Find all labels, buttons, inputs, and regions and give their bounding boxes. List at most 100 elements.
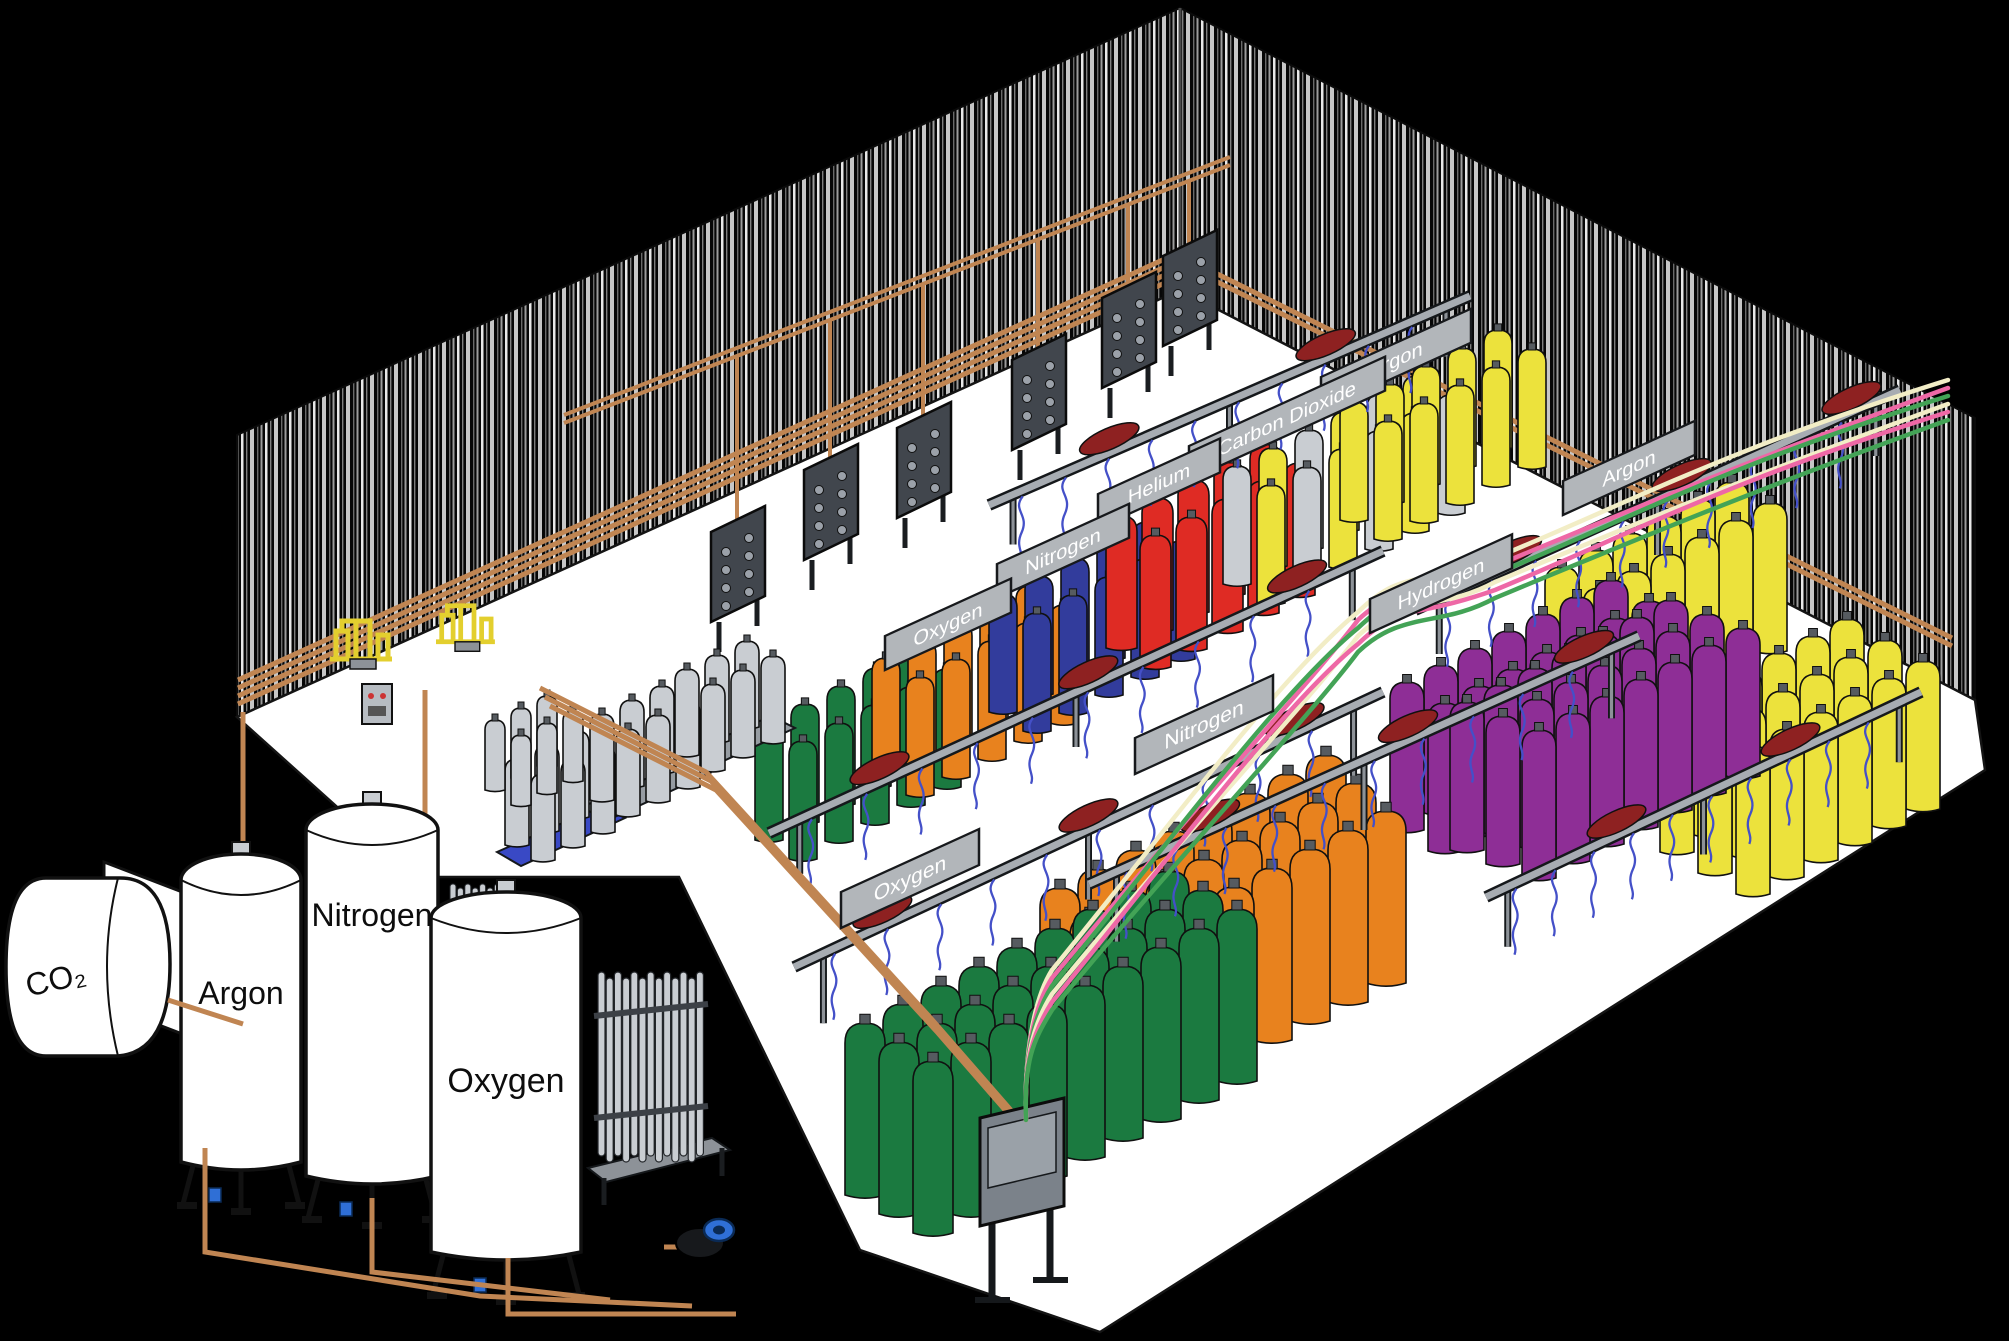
pallet-cylinders-3: [674, 634, 786, 773]
transfer-hose: [1023, 393, 1951, 1123]
panel-port: [1112, 367, 1122, 377]
copper-pipe: [167, 997, 244, 1027]
manifold-control-panel: [709, 504, 767, 652]
gas-cylinder: [1139, 534, 1172, 671]
panel-port: [721, 583, 731, 593]
gas-cylinder: [1691, 644, 1727, 797]
gas-tube: [671, 977, 680, 1163]
cylinder-valve: [713, 648, 721, 657]
filling-hose: [1568, 671, 1576, 739]
filling-hose: [1444, 599, 1452, 668]
manifold-reservoir-tank: [1586, 804, 1647, 839]
manifold-control-panel: [1161, 228, 1219, 376]
gas-cylinder: [1251, 867, 1293, 1044]
gas-cylinder: [824, 722, 854, 845]
tank-seam: [430, 917, 582, 934]
filling-hose: [1629, 832, 1637, 900]
cylinder-valve: [951, 652, 961, 661]
cylinder-valve: [1738, 620, 1748, 630]
control-box-display: [368, 706, 386, 716]
filling-hose: [989, 878, 997, 946]
copper-pipe: [563, 155, 1231, 417]
cylinder-valve: [973, 956, 985, 968]
gas-cylinder: [878, 1041, 920, 1218]
cylinder-valve: [1011, 937, 1023, 949]
cylinder-valve: [1419, 396, 1429, 405]
cylinder-valve: [935, 975, 947, 987]
cylinder-valve: [1383, 414, 1393, 423]
indicator-light: [380, 693, 386, 699]
panel-port: [930, 429, 940, 439]
gas-cylinder: [1445, 384, 1475, 507]
cylinder-valve: [683, 662, 691, 671]
gas-tube: [695, 971, 705, 1157]
cylinder-valve: [658, 679, 666, 688]
gas-cylinder: [1216, 908, 1258, 1085]
panel-port: [1022, 393, 1032, 403]
cylinder-valve: [1159, 899, 1171, 911]
gas-cylinder: [788, 740, 818, 863]
cylinder-valve: [628, 693, 636, 702]
cylinder-valve: [965, 1032, 977, 1044]
gas-tube: [654, 977, 664, 1163]
sign-board: [1133, 673, 1275, 776]
cylinder-valve: [598, 707, 606, 716]
tank-foot: [177, 1202, 197, 1209]
filling-hose: [917, 767, 925, 835]
cylinder-valve: [1470, 640, 1480, 650]
tank-body: [304, 802, 440, 1186]
gas-cylinder: [1409, 402, 1439, 525]
control-box-body: [361, 683, 393, 725]
cylinder-valve: [709, 677, 717, 686]
panel-port: [1196, 257, 1206, 267]
filling-hose: [1095, 829, 1103, 897]
cylinder-valve: [1491, 360, 1501, 369]
manifold-base: [454, 641, 481, 653]
cylinder-valve: [800, 697, 810, 706]
cylinder-valve: [1644, 593, 1654, 603]
gas-tube: [638, 977, 647, 1163]
filling-hose: [1824, 740, 1832, 808]
filling-rail-back-lower: [766, 545, 1386, 886]
copper-pipe: [236, 258, 1180, 691]
cylinder-valve: [517, 728, 525, 737]
copper-pipe: [369, 1198, 611, 1303]
cylinder-valve: [1302, 460, 1312, 469]
gas-cylinder: [1339, 401, 1369, 524]
copper-pipe: [1179, 253, 1954, 641]
manifold-reservoir-tank: [1078, 422, 1140, 456]
argon-bulk-tank: [177, 841, 305, 1215]
cylinder-valve: [1440, 695, 1450, 705]
panel-port: [1173, 325, 1183, 335]
cylinder-group-hydrogen-front: [1449, 592, 1761, 882]
panel-port: [814, 521, 824, 531]
cylinder-valve: [1636, 671, 1646, 681]
manifold-reservoir-tank: [1377, 709, 1439, 744]
manifold-control-panel: [1100, 270, 1158, 418]
panel-port: [744, 551, 754, 561]
panel-port: [837, 507, 847, 517]
manifold-control-panel: [802, 442, 860, 590]
filling-hose: [1028, 717, 1036, 785]
filling-hose: [1749, 461, 1757, 529]
cylinder-valve: [491, 713, 499, 722]
tank-seam: [106, 877, 119, 1057]
filling-hose: [1707, 795, 1715, 863]
gas-cylinder: [1102, 965, 1144, 1142]
manifold-reservoir-tank: [849, 751, 910, 786]
pump-hub: [713, 1225, 725, 1235]
filling-hose: [1083, 691, 1091, 759]
cylinder-valve: [1455, 378, 1465, 387]
right-filling-bays: [1389, 380, 1941, 956]
panel-port: [1045, 379, 1055, 389]
panel-port: [1045, 397, 1055, 407]
sign-board: [1561, 419, 1697, 517]
cylinder-valve: [1850, 687, 1860, 697]
panel-port: [814, 539, 824, 549]
cylinder-valve: [1808, 628, 1818, 638]
panel-port: [1135, 353, 1145, 363]
cylinder-valve: [1462, 694, 1472, 704]
cylinder-valve: [915, 670, 925, 679]
filling-hose: [1042, 854, 1050, 922]
